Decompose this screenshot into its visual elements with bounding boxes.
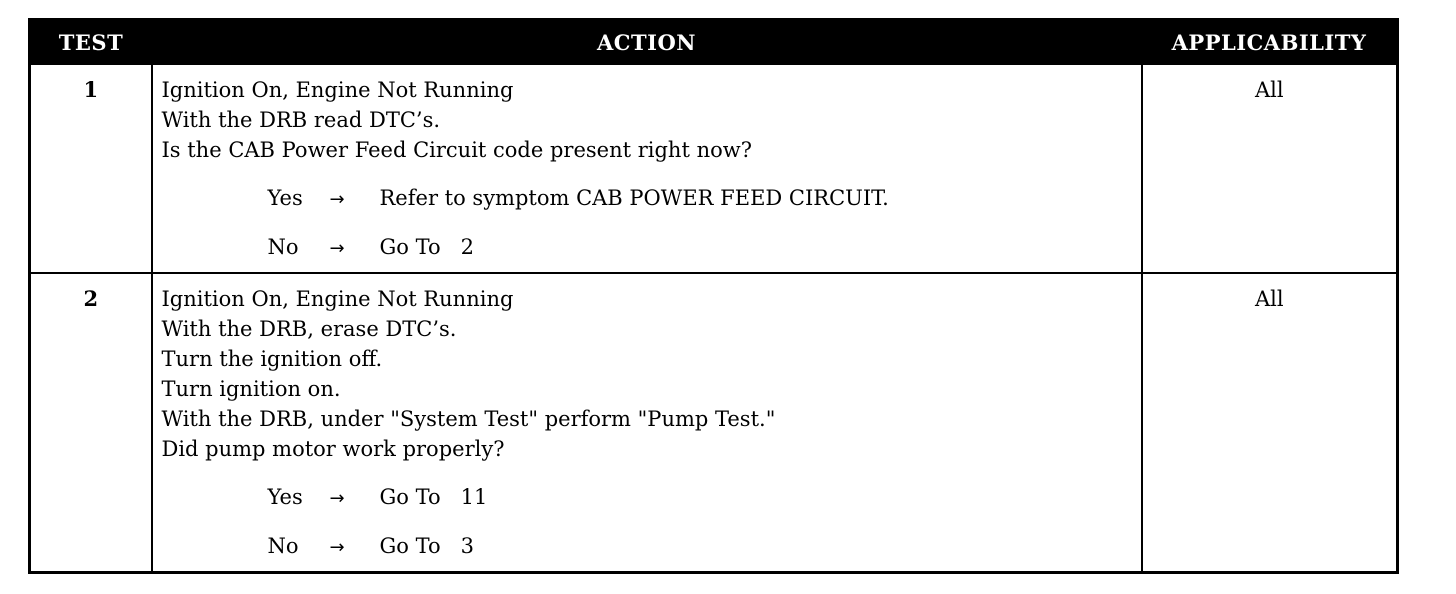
table-header: TEST ACTION APPLICABILITY: [29, 19, 1398, 64]
table-row: 2 Ignition On, Engine Not Running With t…: [28, 272, 1399, 574]
action-step: Ignition On, Engine Not Running: [161, 78, 514, 102]
goto-target: 2: [460, 235, 474, 259]
goto-target: 11: [460, 485, 488, 509]
action-step: Turn the ignition off.: [161, 347, 383, 371]
action-step: Turn ignition on.: [161, 377, 341, 401]
action-step: Did pump motor work properly?: [161, 437, 505, 461]
action-cell: Ignition On, Engine Not Running With the…: [150, 63, 1143, 274]
action-step: With the DRB, erase DTC’s.: [161, 317, 457, 341]
outcome-result: Refer to symptom CAB POWER FEED CIRCUIT.: [379, 186, 889, 210]
right-arrow-icon: →: [329, 488, 345, 509]
outcome-no: No → Go To 2: [268, 232, 1133, 262]
outcome-no: No → Go To 3: [268, 531, 1133, 561]
outcome-result: Go To: [379, 235, 441, 259]
outcome-result: Go To: [379, 485, 441, 509]
table-row: 1 Ignition On, Engine Not Running With t…: [28, 63, 1399, 274]
outcome-list: Yes → Refer to symptom CAB POWER FEED CI…: [162, 183, 1133, 262]
applicability-value: All: [1140, 63, 1399, 274]
action-step: Ignition On, Engine Not Running: [161, 287, 514, 311]
outcome-yes: Yes → Refer to symptom CAB POWER FEED CI…: [268, 183, 1133, 213]
action-cell: Ignition On, Engine Not Running With the…: [150, 272, 1143, 574]
action-step: With the DRB read DTC’s.: [161, 108, 441, 132]
table-body: 1 Ignition On, Engine Not Running With t…: [28, 63, 1399, 574]
right-arrow-icon: →: [329, 238, 345, 259]
test-number: 1: [28, 63, 153, 274]
header-applicability: APPLICABILITY: [1141, 19, 1398, 64]
outcome-list: Yes → Go To 11 No → Go To 3: [162, 482, 1133, 561]
applicability-value: All: [1140, 272, 1399, 574]
header-row: TEST ACTION APPLICABILITY: [29, 19, 1398, 64]
action-step: With the DRB, under "System Test" perfor…: [161, 407, 776, 431]
header-test: TEST: [29, 19, 152, 64]
answer-label: Yes: [267, 485, 303, 509]
diagnostic-test-table: TEST ACTION APPLICABILITY 1 Ignition On,…: [28, 18, 1399, 574]
answer-label: Yes: [267, 186, 303, 210]
action-step: Is the CAB Power Feed Circuit code prese…: [161, 138, 752, 162]
right-arrow-icon: →: [329, 189, 345, 210]
test-number: 2: [28, 272, 153, 574]
outcome-result: Go To: [379, 534, 441, 558]
goto-target: 3: [460, 534, 474, 558]
answer-label: No: [267, 235, 299, 259]
outcome-yes: Yes → Go To 11: [268, 482, 1133, 512]
answer-label: No: [267, 534, 299, 558]
header-action: ACTION: [151, 19, 1142, 64]
right-arrow-icon: →: [329, 537, 345, 558]
